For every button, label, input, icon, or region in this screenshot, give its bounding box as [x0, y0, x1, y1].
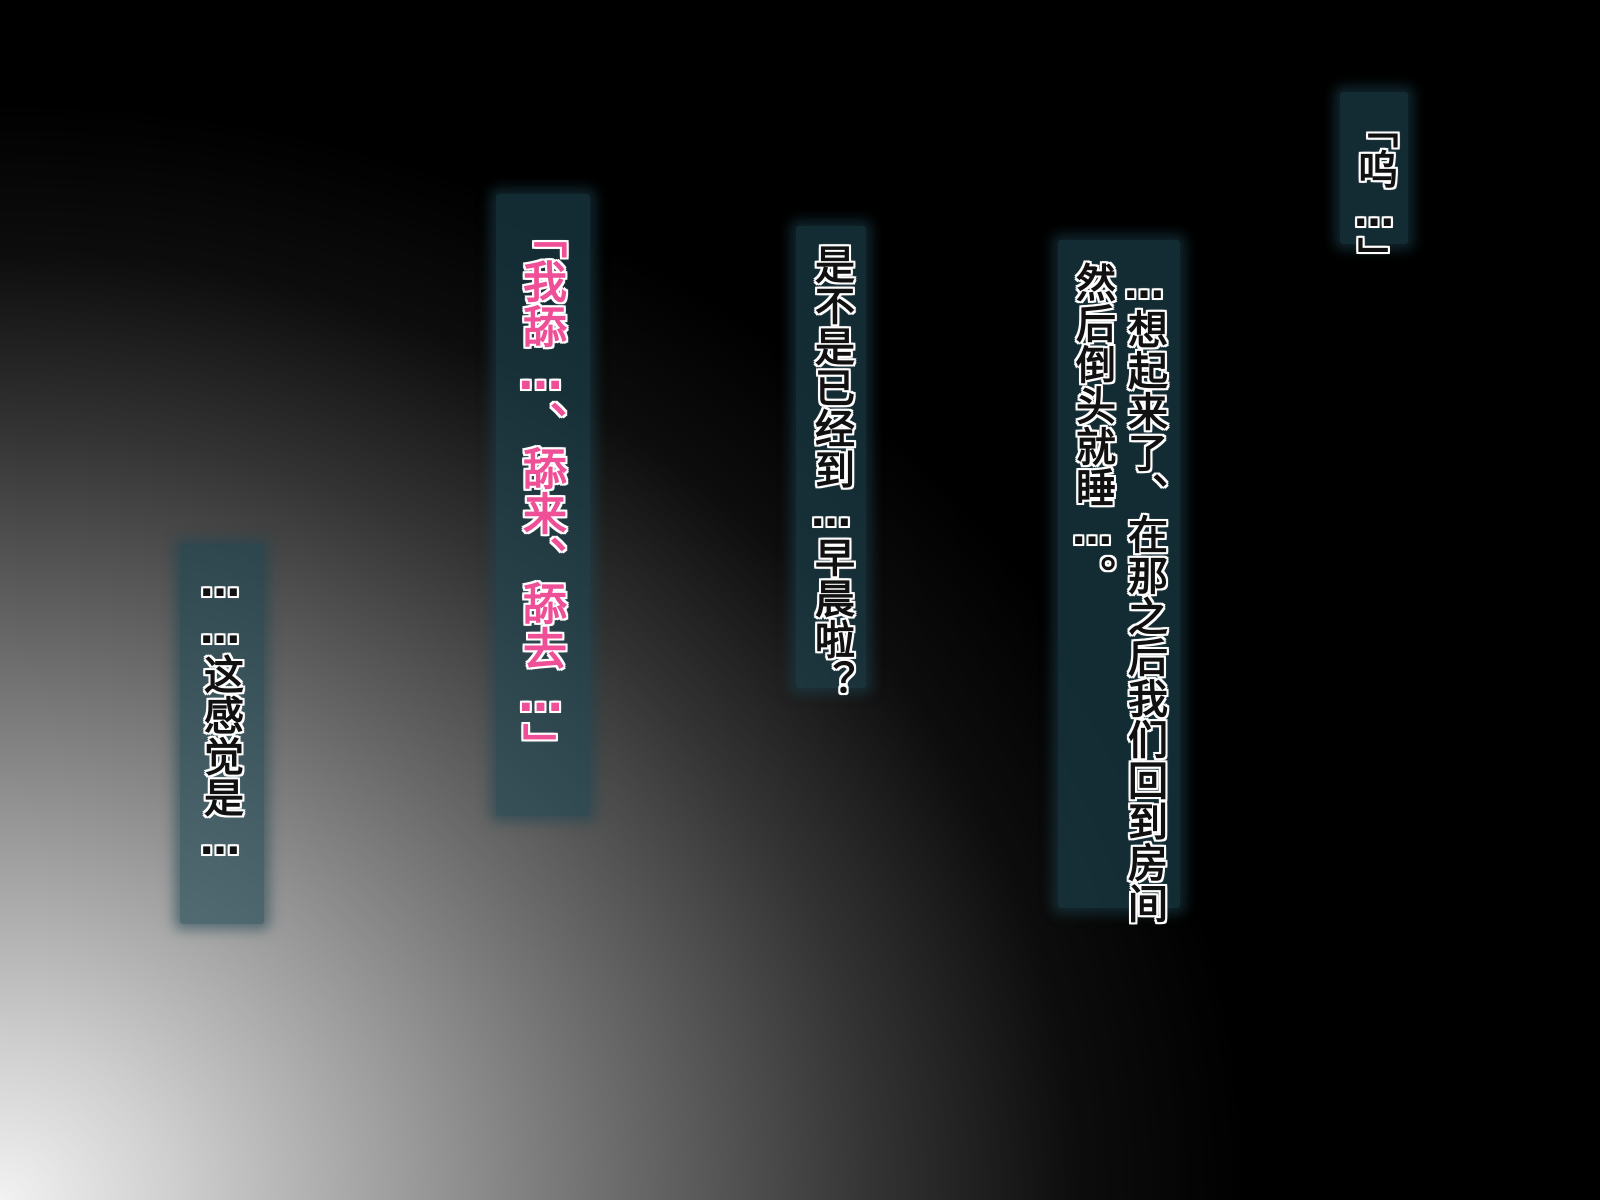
- dialogue-line-4: 「我舔…、舔来、舔去…」: [515, 214, 566, 768]
- dialogue-line-2b: 然后倒头就睡…。: [1069, 262, 1115, 596]
- dialogue-line-5: ……这感觉是…: [197, 560, 243, 865]
- speech-bubble-3: [796, 226, 866, 688]
- speech-bubble-2: [1058, 240, 1180, 908]
- dialogue-line-3: 是不是已经到…早晨啦？: [808, 244, 854, 701]
- dialogue-line-1: 「呜…」: [1351, 108, 1397, 278]
- speech-bubble-4: [496, 194, 590, 816]
- speech-bubble-5: [180, 544, 264, 924]
- dialogue-line-2a: …想起来了、在那之后我们回到房间: [1121, 262, 1167, 924]
- speech-bubble-1: [1340, 92, 1408, 244]
